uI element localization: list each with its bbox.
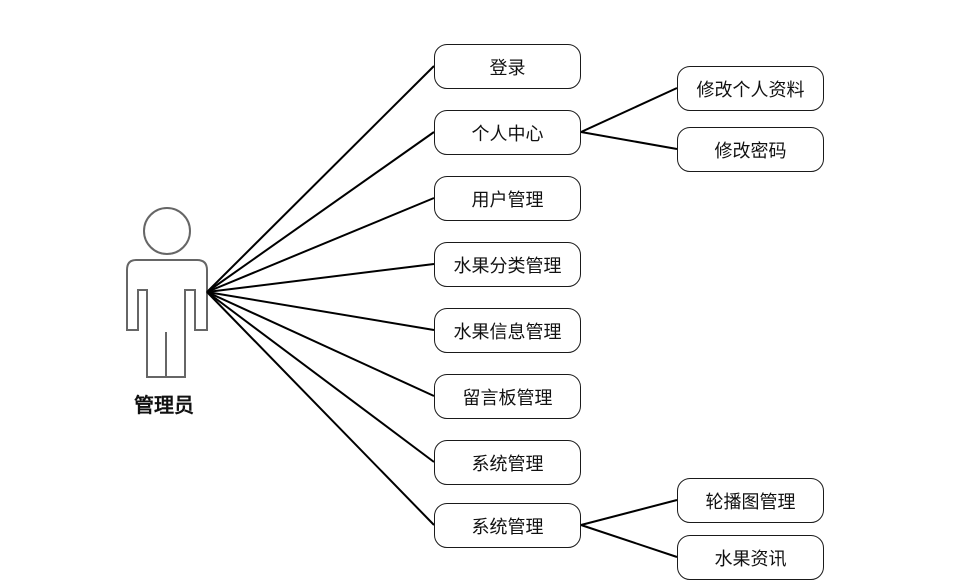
use-case-edit-profile: 修改个人资料	[677, 66, 824, 111]
use-case-system-management-1: 系统管理	[434, 440, 581, 485]
line-carousel-management	[580, 499, 678, 526]
use-case-user-management: 用户管理	[434, 176, 581, 221]
use-case-personal-center: 个人中心	[434, 110, 581, 155]
use-case-fruit-news: 水果资讯	[677, 535, 824, 580]
use-case-carousel-management: 轮播图管理	[677, 478, 824, 523]
line-personal-center	[206, 131, 435, 293]
line-login	[206, 65, 435, 293]
line-fruit-news	[580, 524, 678, 558]
line-fruit-category-management	[206, 263, 435, 293]
line-change-password	[580, 131, 678, 150]
use-case-fruit-info-management: 水果信息管理	[434, 308, 581, 353]
association-lines	[206, 65, 678, 558]
line-system-management-2	[206, 291, 435, 526]
line-system-management-1	[206, 291, 435, 463]
actor-figure	[126, 207, 208, 378]
actor-label: 管理员	[134, 393, 194, 417]
line-message-board-management	[206, 291, 435, 397]
line-user-management	[206, 197, 435, 293]
line-fruit-info-management	[206, 291, 435, 331]
use-case-system-management-2: 系统管理	[434, 503, 581, 548]
use-case-change-password: 修改密码	[677, 127, 824, 172]
actor-head	[143, 207, 191, 255]
use-case-message-board-management: 留言板管理	[434, 374, 581, 419]
actor-body	[126, 259, 208, 378]
use-case-login: 登录	[434, 44, 581, 89]
line-edit-profile	[580, 87, 678, 133]
use-case-fruit-category-management: 水果分类管理	[434, 242, 581, 287]
